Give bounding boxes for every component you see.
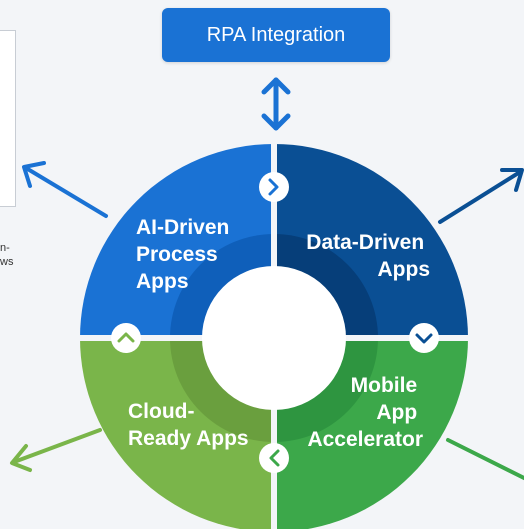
arrow-top-right-icon — [438, 168, 524, 224]
chevron-right-icon[interactable] — [259, 172, 289, 202]
chevron-down-icon[interactable] — [409, 323, 439, 353]
partial-text-2: ws — [0, 256, 14, 268]
chevron-left-icon[interactable] — [259, 443, 289, 473]
label-data-driven: Data-Driven Apps — [306, 231, 430, 281]
label-cloud-ready: Cloud- Ready Apps — [128, 400, 249, 450]
label-mobile-app-line3: Accelerator — [307, 428, 423, 451]
double-arrow-icon — [261, 77, 291, 131]
partial-text-1: n- — [0, 242, 10, 254]
label-cloud-ready-line2: Ready Apps — [128, 427, 249, 450]
arrow-top-left-icon — [22, 161, 108, 218]
rpa-integration-button[interactable]: RPA Integration — [162, 8, 390, 62]
partial-panel — [0, 30, 16, 207]
arrow-bottom-left-icon — [10, 428, 102, 472]
label-ai-driven-line1: AI-Driven — [136, 216, 229, 239]
arrow-bottom-right-icon — [446, 438, 524, 480]
chevron-up-icon[interactable] — [111, 323, 141, 353]
label-ai-driven: AI-Driven Process Apps — [136, 216, 235, 293]
label-data-driven-line2: Apps — [378, 258, 431, 281]
label-data-driven-line1: Data-Driven — [306, 231, 424, 254]
label-mobile-app-line1: Mobile — [351, 374, 418, 397]
label-cloud-ready-line1: Cloud- — [128, 400, 194, 423]
label-ai-driven-line3: Apps — [136, 270, 189, 293]
label-ai-driven-line2: Process — [136, 243, 218, 266]
center-hub — [202, 266, 346, 410]
label-mobile-app: Mobile App Accelerator — [307, 374, 423, 451]
label-mobile-app-line2: App — [376, 401, 417, 424]
